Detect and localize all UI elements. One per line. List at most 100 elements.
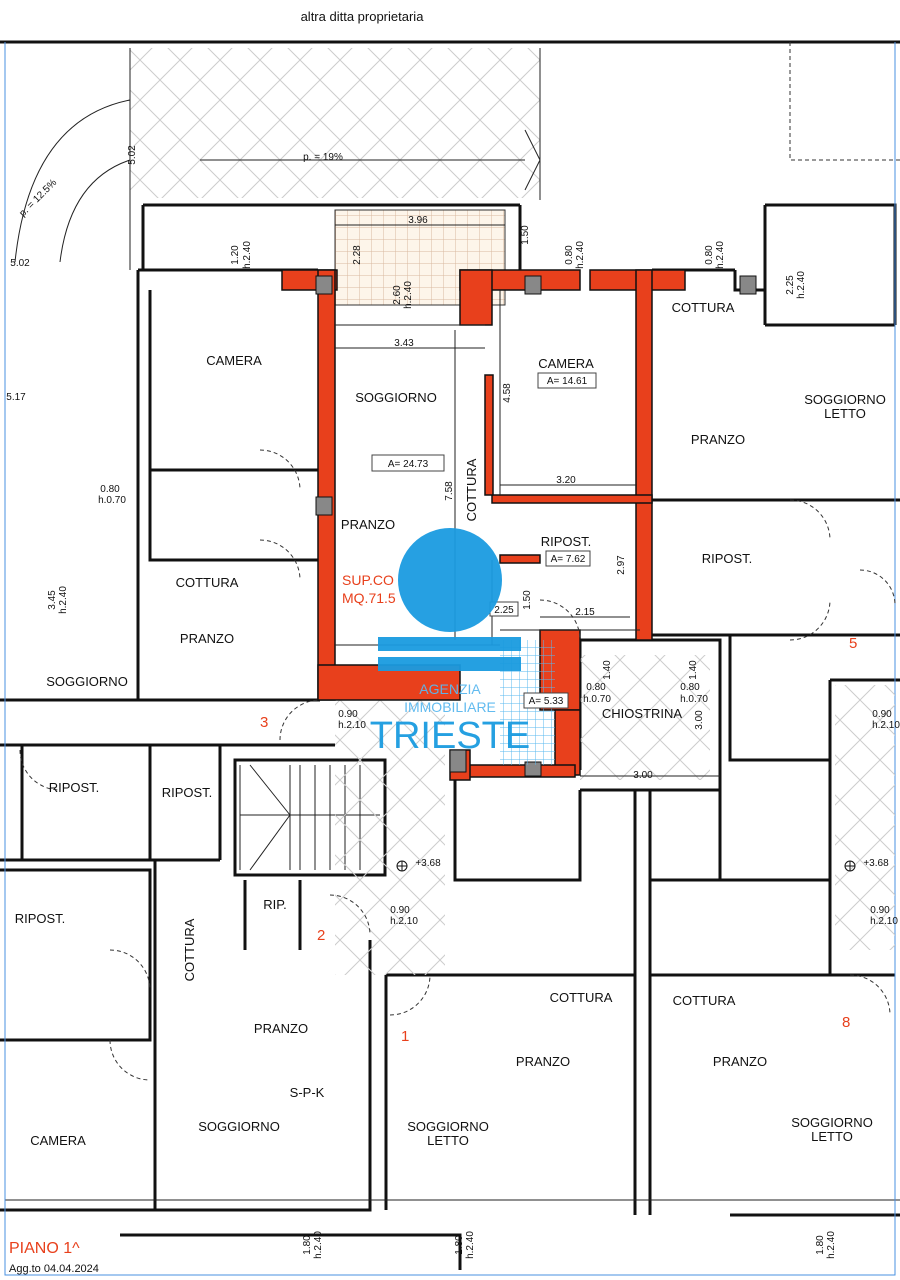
neighbor-boundary: altra ditta proprietaria (0, 9, 900, 44)
room-camera-left: CAMERA (206, 353, 262, 368)
area-camera: A= 14.61 (547, 376, 588, 387)
area-bathroom: A= 5.33 (529, 696, 564, 707)
cottura-right-label: COTTURA (672, 300, 735, 315)
neighbor-label: altra ditta proprietaria (301, 9, 425, 24)
d300a-label: 3.00 (633, 770, 653, 781)
staircase (239, 764, 380, 871)
d080-label: 0.80 (100, 484, 120, 495)
columns (315, 275, 757, 777)
d458-label: 4.58 (502, 383, 513, 403)
surface-label: SUP.CO (342, 572, 394, 588)
agency-watermark: AGENZIA IMMOBILIARE TRIESTE (370, 528, 530, 757)
pranzo-right-label: PRANZO (691, 432, 745, 447)
u2-label: 2 (317, 927, 325, 944)
d758-label: 7.58 (444, 481, 455, 501)
room-soggiorno: SOGGIORNO (355, 390, 437, 405)
h240-label: h.2.40 (715, 241, 726, 269)
cottura-b8-label: COTTURA (673, 993, 736, 1008)
h210-label: h.2.10 (338, 720, 366, 731)
d345-label: 3.45 (47, 590, 58, 610)
room-labels: CAMERA SOGGIORNO A= 24.73 PRANZO COTTURA… (15, 300, 886, 1148)
d300b-label: 3.00 (694, 710, 705, 730)
d090-label: 0.90 (872, 709, 892, 720)
h210-label: h.2.10 (390, 916, 418, 927)
d090-label: 0.90 (390, 905, 410, 916)
area-soggiorno: A= 24.73 (388, 459, 429, 470)
slope-main-label: p. = 19% (303, 152, 343, 163)
soggiorno-left-label: SOGGIORNO (46, 674, 128, 689)
landing-left (335, 685, 445, 975)
area-ripost: A= 7.62 (551, 554, 586, 565)
line3-label: TRIESTE (370, 715, 530, 757)
d225b-label: 2.25 (785, 275, 796, 295)
camera-bl-label: CAMERA (30, 1133, 86, 1148)
cottura-left-label: COTTURA (176, 575, 239, 590)
room-chiostrina: CHIOSTRINA (602, 706, 683, 721)
soggiorno-letto-right-2-label: LETTO (824, 406, 866, 421)
d343-label: 3.43 (394, 338, 414, 349)
soggiorno-bl-label: SOGGIORNO (198, 1119, 280, 1134)
ramp: p. = 19% p. = 12.5% 5.02 5.02 5.17 (6, 42, 900, 403)
d140-label: 1.40 (602, 660, 613, 680)
ripost-a-label: RIPOST. (49, 780, 100, 795)
d150b-label: 1.50 (522, 590, 533, 610)
unit-numbers: 3 2 1 5 8 (260, 635, 857, 1045)
d215-label: 2.15 (575, 607, 595, 618)
h240-label: h.2.40 (58, 586, 69, 614)
h240-label: h.2.40 (796, 271, 807, 299)
d090-label: 0.90 (338, 709, 358, 720)
line1-label: AGENZIA (419, 681, 481, 697)
pranzo-bl-label: PRANZO (254, 1021, 308, 1036)
update-date: Agg.to 04.04.2024 (9, 1263, 99, 1275)
d225-label: 2.25 (494, 605, 514, 616)
lev2-label: +3.68 (863, 858, 889, 869)
d180-label: 1.80 (454, 1235, 465, 1255)
surface-value: MQ.71.5 (342, 590, 396, 606)
d228-label: 2.28 (352, 245, 363, 265)
pranzo-b1-label: PRANZO (516, 1054, 570, 1069)
d297-label: 2.97 (616, 555, 627, 575)
ripost-right-label: RIPOST. (702, 551, 753, 566)
h070-label: h.0.70 (98, 495, 126, 506)
room-camera: CAMERA (538, 356, 594, 371)
soggiorno-b8-1-label: SOGGIORNO (791, 1115, 873, 1130)
dimensions: 3.96 2.28 1.50 3.43 4.58 3.20 7.58 2.97 … (47, 215, 900, 1259)
pranzo-b8-label: PRANZO (713, 1054, 767, 1069)
d080-label: 0.80 (564, 245, 575, 265)
room-pranzo: PRANZO (341, 517, 395, 532)
h210-label: h.2.10 (870, 916, 898, 927)
d320-label: 3.20 (556, 475, 576, 486)
d180-label: 1.80 (302, 1235, 313, 1255)
d080-label: 0.80 (704, 245, 715, 265)
u5-label: 5 (849, 635, 857, 652)
d517-label: 5.17 (6, 392, 26, 403)
soggiorno-letto-right-1-label: SOGGIORNO (804, 392, 886, 407)
d140-label: 1.40 (688, 660, 699, 680)
doors (19, 449, 896, 1081)
h240-label: h.2.40 (575, 241, 586, 269)
h210-label: h.2.10 (872, 720, 900, 731)
cottura-bl-label: COTTURA (182, 918, 197, 981)
h240-label: h.2.40 (826, 1231, 837, 1259)
slope-curve-label: p. = 12.5% (17, 177, 59, 219)
soggiorno-b1-1-label: SOGGIORNO (407, 1119, 489, 1134)
ripost-c-label: RIPOST. (15, 911, 66, 926)
d396-label: 3.96 (408, 215, 428, 226)
lev1-label: +3.68 (415, 858, 441, 869)
ripost-b-label: RIPOST. (162, 785, 213, 800)
h070-label: h.0.70 (680, 694, 708, 705)
h240-label: h.2.40 (313, 1231, 324, 1259)
courtyard-hatch (580, 655, 710, 780)
d120-label: 1.20 (230, 245, 241, 265)
d502b-label: 5.02 (127, 145, 138, 165)
u3-label: 3 (260, 714, 268, 731)
u8-label: 8 (842, 1014, 850, 1031)
d080-label: 0.80 (586, 682, 606, 693)
line2-label: IMMOBILIARE (404, 699, 496, 715)
floor-label: PIANO 1^ (9, 1240, 80, 1257)
d260-label: 2.60 (392, 285, 403, 305)
h240-label: h.2.40 (242, 241, 253, 269)
d180-label: 1.80 (815, 1235, 826, 1255)
landing-right (835, 685, 895, 950)
h240-label: h.2.40 (403, 281, 414, 309)
